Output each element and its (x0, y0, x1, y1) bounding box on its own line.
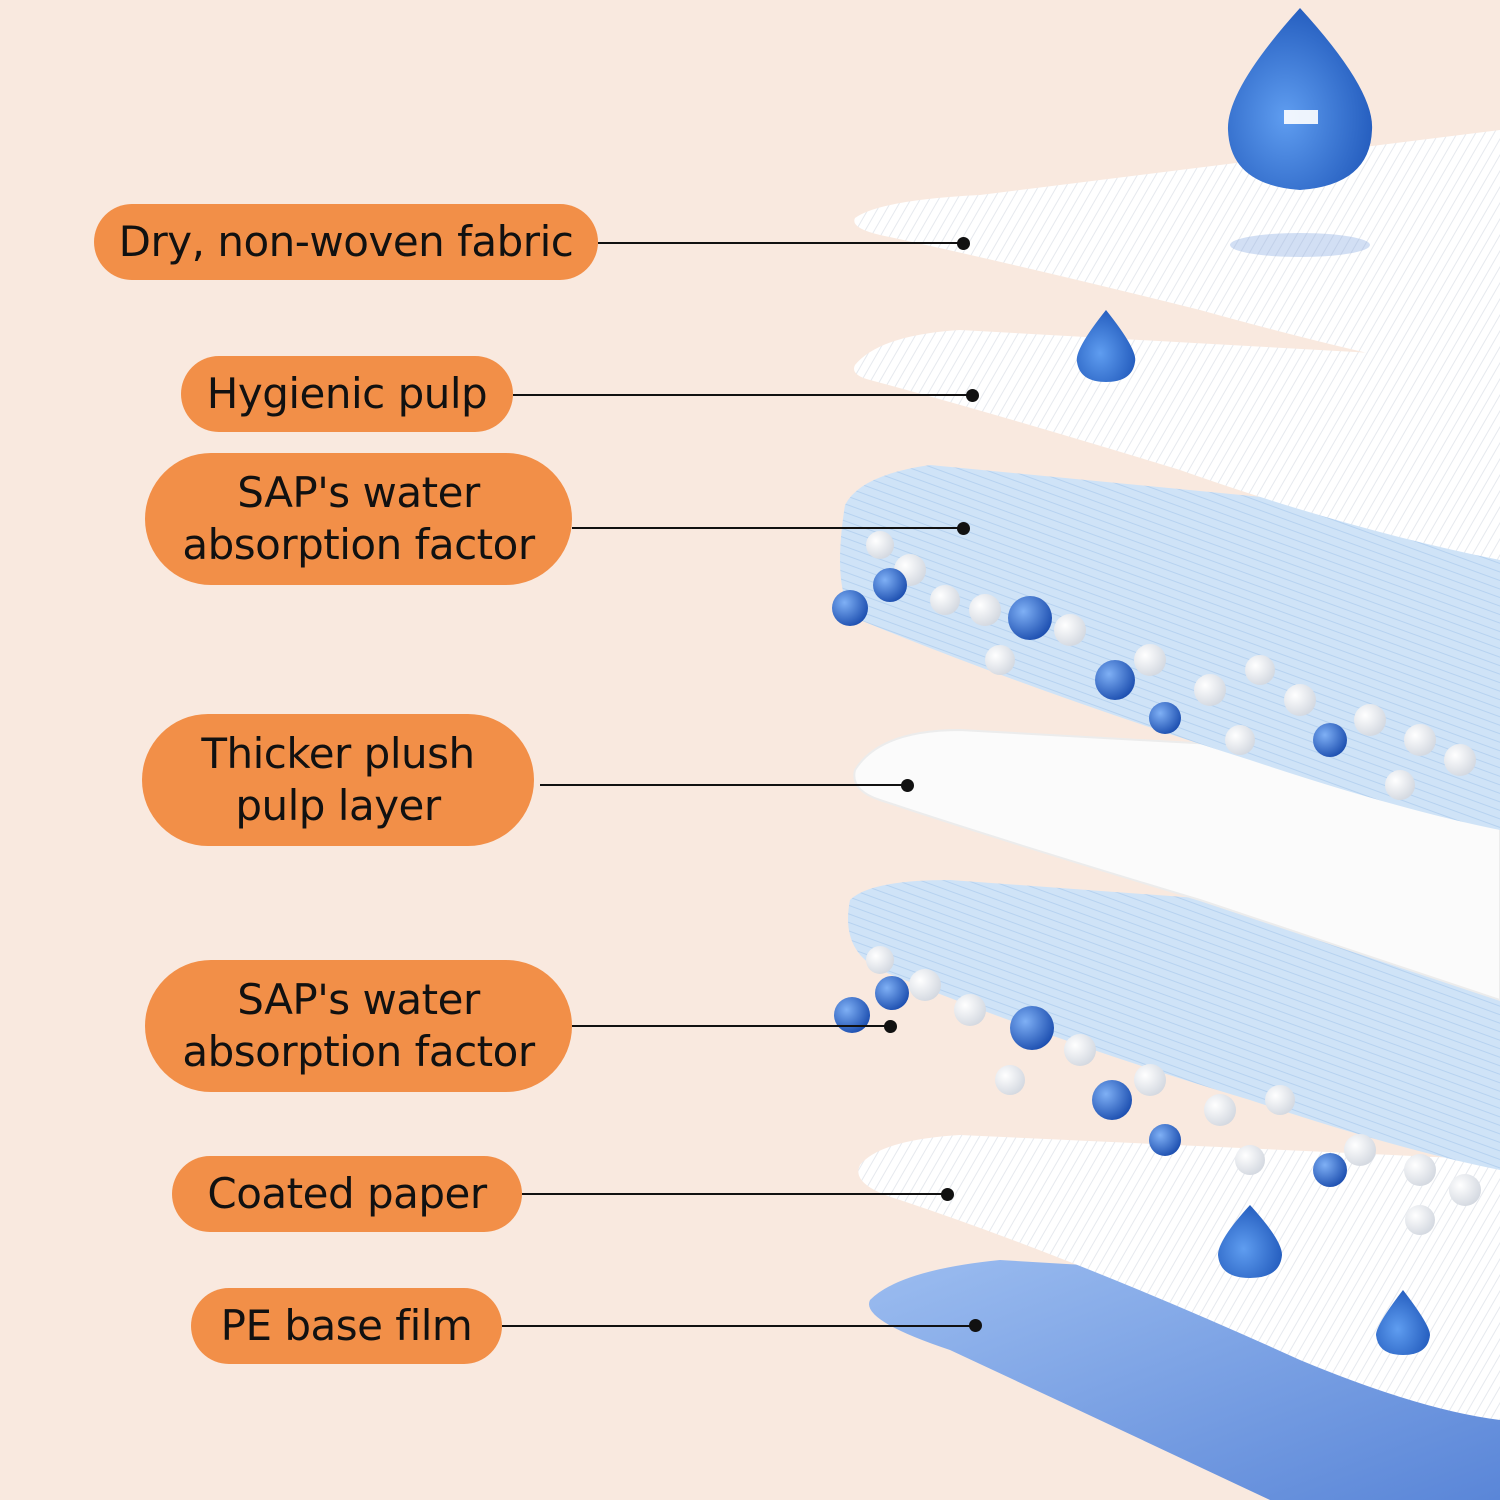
non-woven-fabric-layer (854, 130, 1500, 380)
label-text: Coated paper (207, 1169, 487, 1218)
label-line-1: SAP's water (237, 468, 480, 517)
large-water-drop-icon (1227, 8, 1373, 190)
label-text: Hygienic pulp (206, 369, 488, 418)
leader-line (598, 242, 964, 244)
leader-line (572, 527, 964, 529)
lower-sap-beads (834, 946, 1481, 1235)
leader-line (502, 1325, 976, 1327)
leader-line (572, 1025, 890, 1027)
leader-line (540, 784, 908, 786)
label-sap-upper: SAP's water absorption factor (145, 453, 572, 585)
label-plush-pulp: Thicker plush pulp layer (142, 714, 534, 846)
label-pe-base-film: PE base film (191, 1288, 502, 1364)
leader-dot (969, 1319, 982, 1332)
label-line-1: SAP's water (237, 975, 480, 1024)
leader-dot (957, 237, 970, 250)
label-hygienic-pulp: Hygienic pulp (181, 356, 513, 432)
label-line-1: Thicker plush (201, 729, 475, 778)
label-line-2: pulp layer (235, 781, 441, 830)
label-line-2: absorption factor (182, 520, 535, 569)
label-coated-paper: Coated paper (172, 1156, 522, 1232)
label-text: PE base film (220, 1301, 473, 1350)
leader-line (513, 394, 973, 396)
leader-dot (957, 522, 970, 535)
lower-sap-sheet (848, 880, 1500, 1170)
label-sap-lower: SAP's water absorption factor (145, 960, 572, 1092)
small-water-drop-icon (1218, 1205, 1282, 1278)
leader-dot (884, 1020, 897, 1033)
leader-dot (901, 779, 914, 792)
leader-dot (966, 389, 979, 402)
drop-shadow (1230, 233, 1370, 257)
leader-dot (941, 1188, 954, 1201)
hygienic-pulp-layer (854, 330, 1500, 560)
label-text: Dry, non-woven fabric (118, 217, 574, 266)
small-water-drop-icon (1076, 310, 1136, 382)
leader-line (522, 1193, 948, 1195)
label-non-woven-fabric: Dry, non-woven fabric (94, 204, 598, 280)
drop-highlight (1284, 110, 1318, 124)
plush-pulp-layer (853, 728, 1500, 1002)
coated-paper-layer (858, 1135, 1500, 1420)
upper-sap-beads (832, 531, 1476, 800)
label-line-2: absorption factor (182, 1027, 535, 1076)
small-water-drop-icon (1376, 1290, 1430, 1355)
